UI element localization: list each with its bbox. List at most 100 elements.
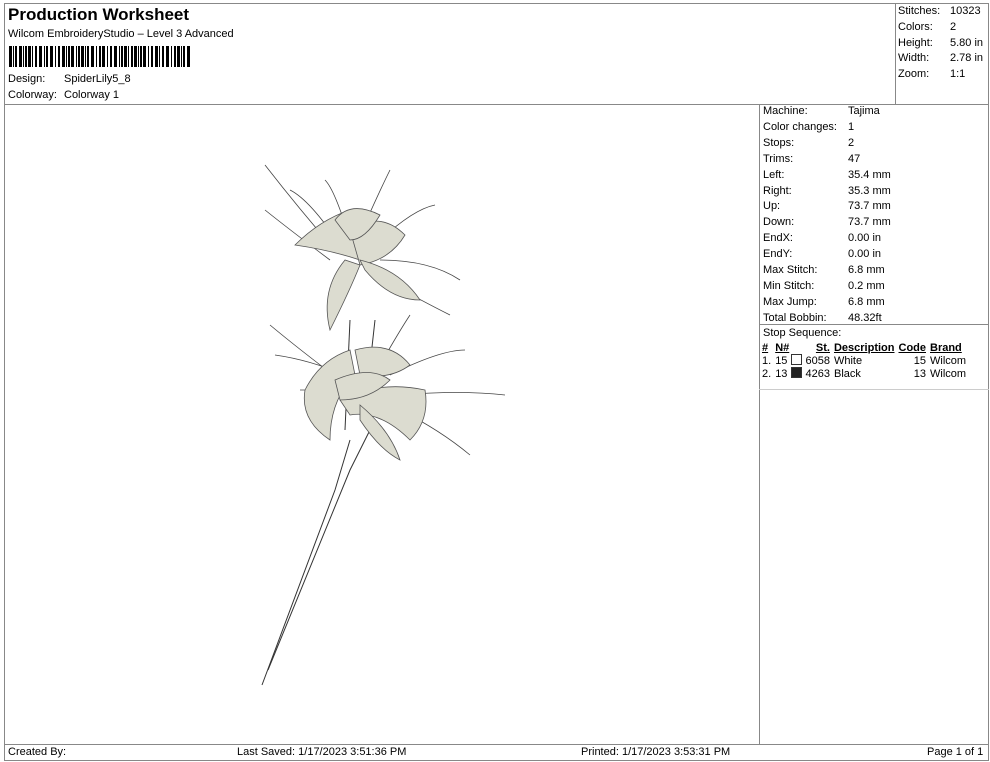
color-swatch — [790, 367, 802, 378]
flower-petals — [294, 208, 427, 461]
stat-label: Height: — [898, 36, 933, 49]
machine-info-value: Tajima — [848, 105, 880, 117]
machine-info-value: 0.2 mm — [848, 279, 885, 292]
needle-number: 13 — [773, 367, 803, 380]
created-by: Created By: — [8, 746, 67, 758]
divider — [759, 324, 989, 325]
machine-info-value: 0.00 in — [848, 232, 882, 245]
machine-info-label: Max Stitch: — [763, 264, 818, 276]
stitch-count: 6058 — [805, 354, 830, 367]
column-header: St. — [815, 342, 830, 354]
column-header: Brand — [930, 342, 962, 354]
stat-label: Colors: — [898, 20, 933, 33]
machine-info-row: Color changes: 1 — [763, 121, 903, 135]
stem — [261, 439, 351, 686]
machine-info-row: EndY: 0.00 in — [763, 248, 903, 262]
machine-info-value: 6.8 mm — [848, 264, 885, 276]
stat-row: Colors: 2 — [898, 21, 990, 35]
stop-index: 1. — [762, 354, 772, 367]
design-value: SpiderLily5_8 — [64, 73, 131, 85]
footer — [4, 744, 989, 761]
barcode — [9, 46, 190, 67]
machine-info-row: Up: 73.7 mm — [763, 200, 903, 214]
machine-info-row: Max Jump: 6.8 mm — [763, 296, 903, 310]
machine-info-label: Right: — [763, 184, 792, 197]
machine-info-value: 6.8 mm — [848, 295, 885, 308]
column-header: Description — [833, 342, 895, 354]
needle-number: 15 — [773, 354, 803, 367]
thread-brand: Wilcom — [930, 354, 967, 367]
divider — [759, 389, 989, 390]
stat-row: Stitches: 10323 — [898, 5, 990, 19]
machine-info-label: Stops: — [763, 136, 795, 149]
machine-info-value: 47 — [848, 152, 861, 165]
machine-info-label: Up: — [763, 200, 781, 213]
stat-value: 2 — [950, 20, 957, 33]
page-number: Page 1 of 1 — [927, 746, 984, 758]
machine-info-label: Trims: — [763, 152, 794, 165]
stat-row: Height: 5.80 in — [898, 37, 990, 51]
stitch-count: 4263 — [805, 367, 830, 380]
stat-value: 5.80 in — [950, 36, 984, 49]
machine-info-value: 48.32ft — [848, 311, 882, 324]
stat-row: Width: 2.78 in — [898, 52, 990, 66]
embroidery-design-preview — [261, 164, 506, 686]
machine-info-row: Left:35.4 mm — [763, 169, 903, 183]
header-box — [4, 3, 896, 105]
color-swatch — [790, 354, 802, 365]
machine-info-value: 73.7 mm — [848, 216, 891, 229]
machine-info-label: Total Bobbin: — [763, 311, 827, 324]
machine-info-row: EndX: 0.00 in — [763, 232, 903, 246]
stat-value: 2.78 in — [950, 52, 984, 65]
colorway-label: Colorway: — [8, 89, 57, 101]
machine-info-row: Stops: 2 — [763, 137, 903, 151]
stat-value: 1:1 — [950, 68, 966, 81]
machine-info-label: Min Stitch: — [763, 279, 815, 292]
stat-row: Zoom: 1:1 — [898, 68, 990, 82]
stop-index: 2. — [762, 367, 772, 380]
machine-info-label: Machine: — [763, 105, 808, 117]
machine-info-label: EndY: — [763, 248, 793, 261]
stat-label: Width: — [898, 52, 930, 65]
last-saved: Last Saved: 1/17/2023 3:51:36 PM — [237, 746, 407, 758]
machine-info-row: Machine: Tajima — [763, 105, 903, 119]
stem — [267, 419, 376, 671]
thread-code: 13 — [913, 367, 926, 380]
colorway-value: Colorway 1 — [64, 89, 120, 101]
stat-label: Stitches: — [898, 5, 941, 17]
thread-brand: Wilcom — [930, 367, 967, 380]
color-description: White — [833, 354, 863, 367]
machine-info-value: 73.7 mm — [848, 200, 891, 213]
machine-info-label: EndX: — [763, 232, 793, 245]
machine-info-label: Left: — [763, 168, 785, 181]
machine-info-value: 2 — [848, 136, 855, 149]
machine-info-row: Min Stitch: 0.2 mm — [763, 280, 903, 294]
software-subtitle: Wilcom EmbroideryStudio – Level 3 Advanc… — [8, 28, 234, 40]
machine-info-value: 35.3 mm — [848, 184, 891, 197]
stop-sequence-label: Stop Sequence: — [763, 327, 842, 339]
machine-info-label: Color changes: — [763, 120, 837, 133]
stat-label: Zoom: — [898, 68, 930, 81]
machine-info-row: Right: 35.3 mm — [763, 185, 903, 199]
machine-info-value: 0.00 in — [848, 248, 882, 261]
thread-code: 15 — [913, 354, 926, 367]
machine-info-row: Trims: 47 — [763, 153, 903, 167]
machine-info-label: Max Jump: — [763, 295, 817, 308]
printed-date: Printed: 1/17/2023 3:53:31 PM — [581, 746, 731, 758]
column-header: # — [762, 342, 769, 354]
machine-info-row: Max Stitch: 6.8 mm — [763, 264, 903, 278]
stat-value: 10323 — [950, 5, 981, 17]
machine-info-row: Down: 73.7 mm — [763, 216, 903, 230]
machine-info-row: Total Bobbin: 48.32ft — [763, 312, 903, 326]
page-title: Production Worksheet — [8, 5, 190, 24]
design-label: Design: — [8, 73, 46, 85]
color-description: Black — [833, 367, 861, 380]
machine-info-value: 1 — [848, 120, 855, 133]
machine-info-label: Down: — [763, 216, 795, 229]
column-header: Code — [898, 342, 927, 354]
column-header: N# — [775, 342, 790, 354]
